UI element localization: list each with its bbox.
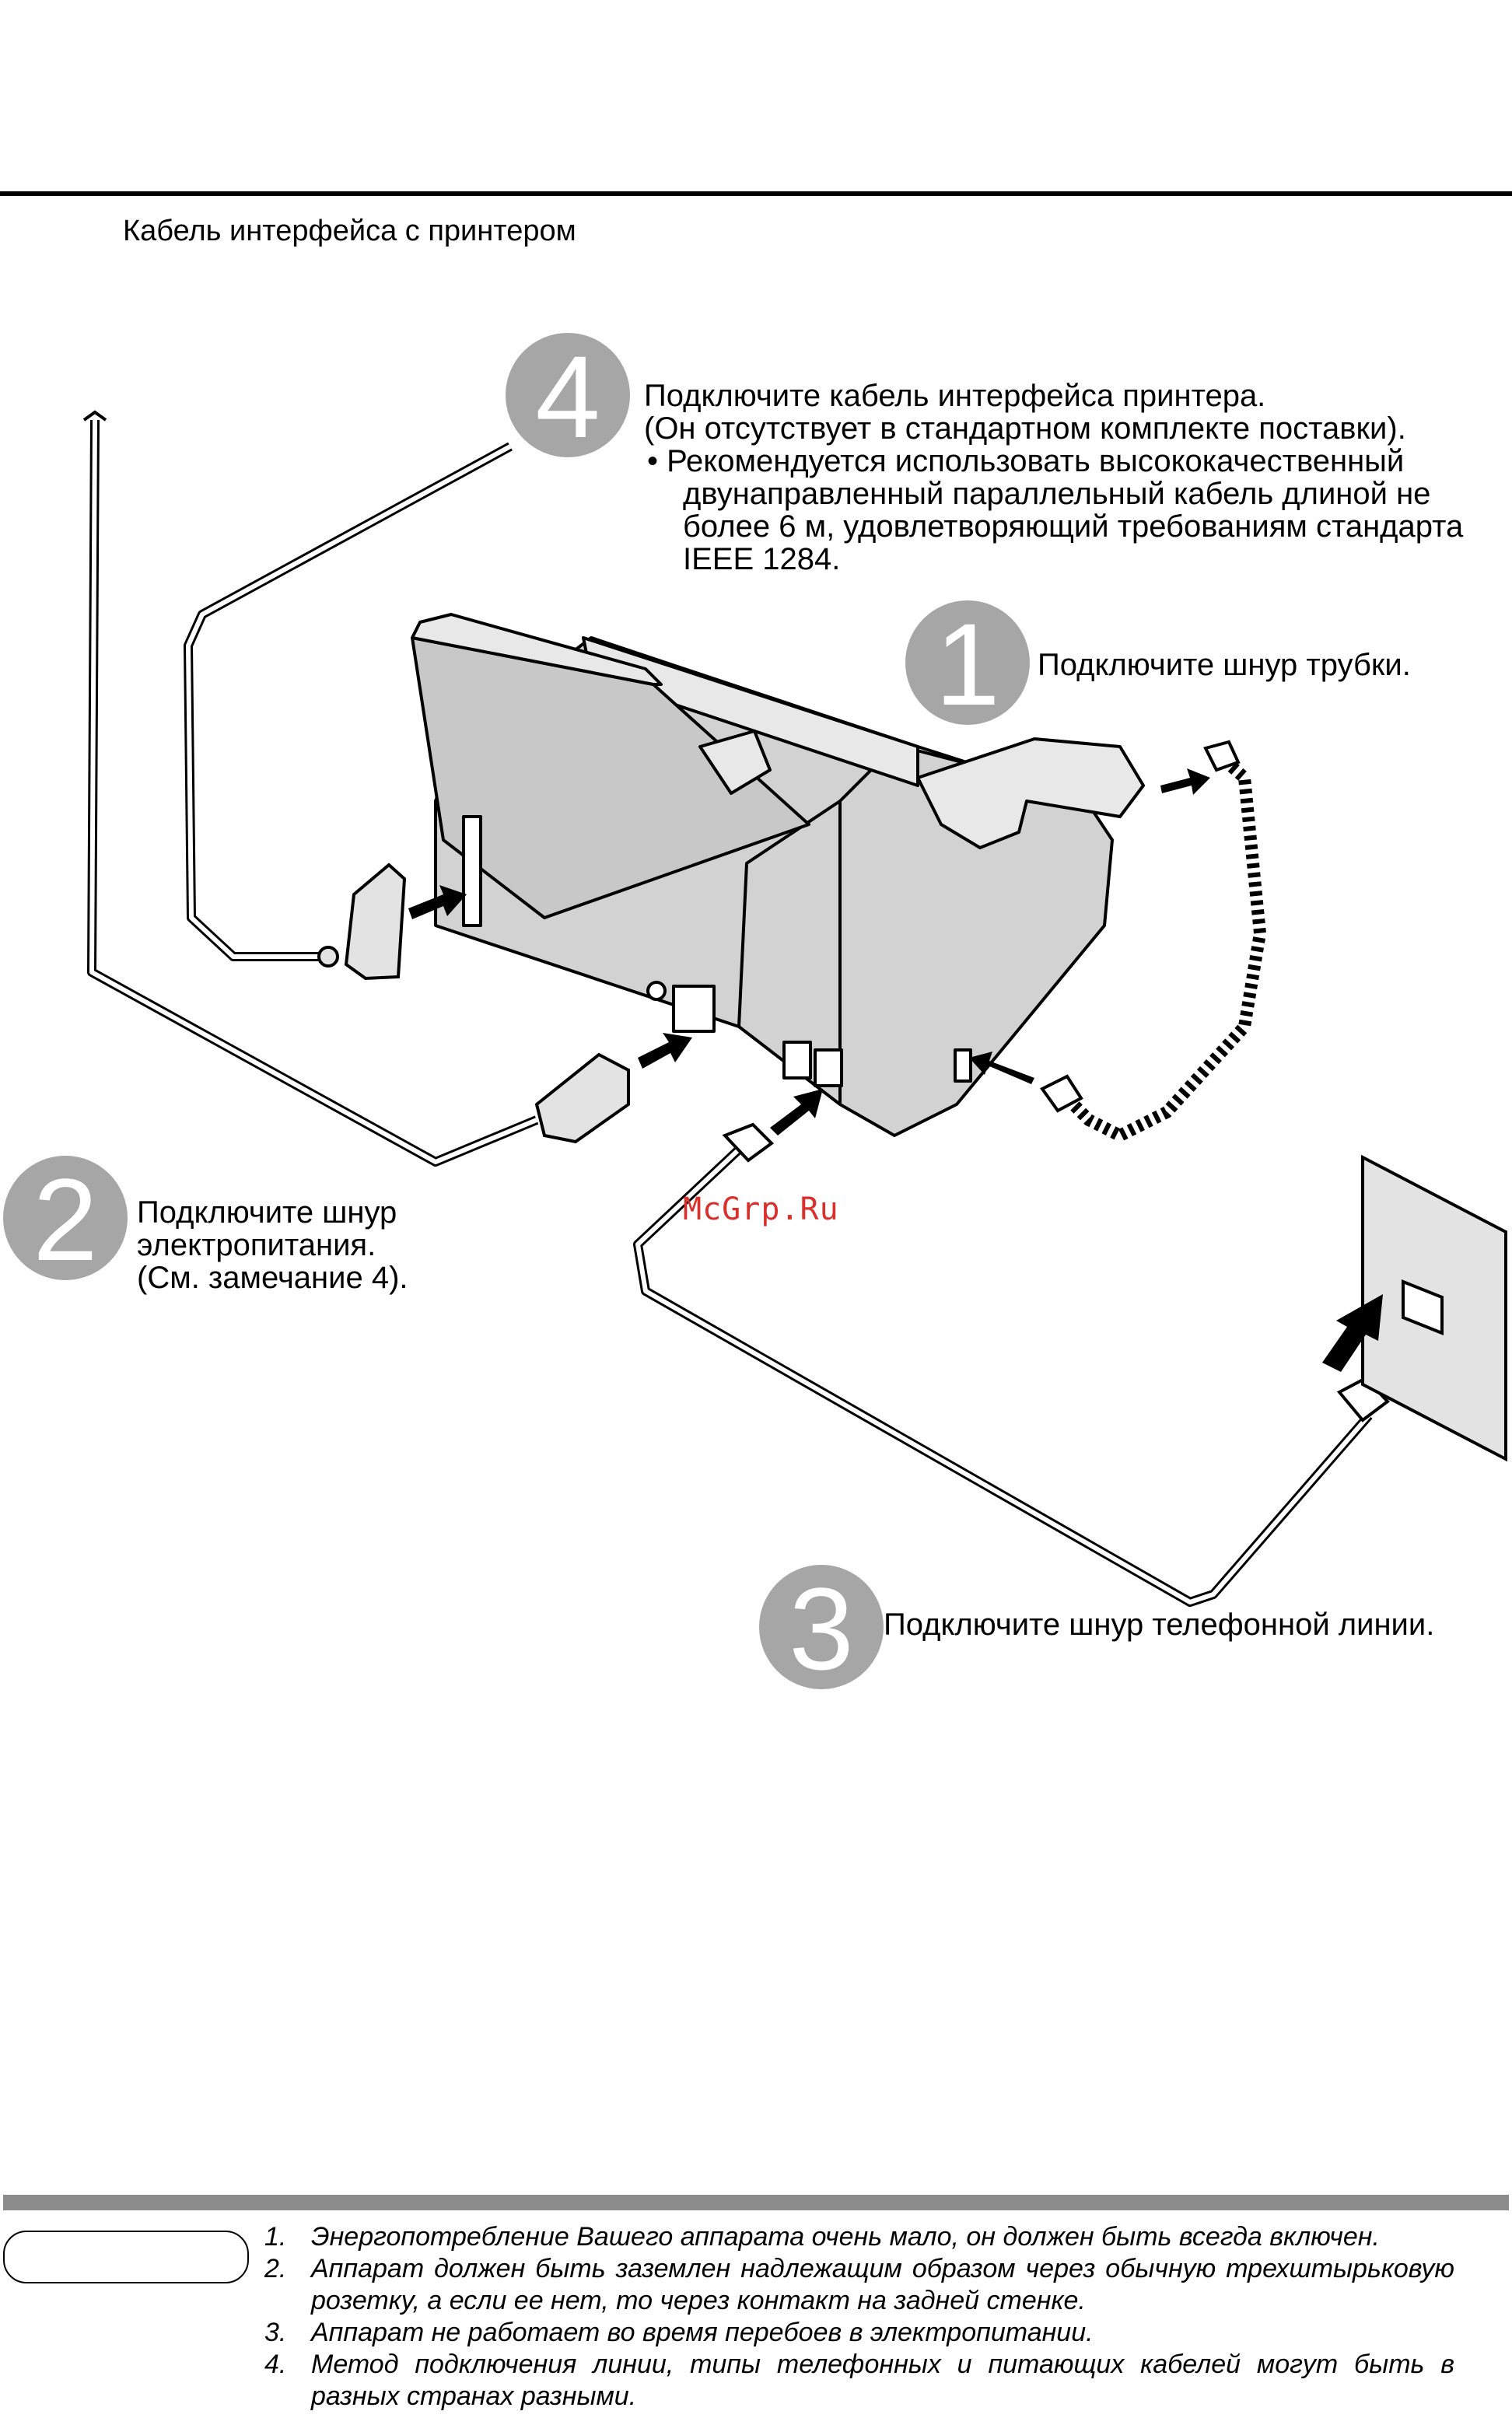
note-item: 3. Аппарат не работает во время перебоев …: [264, 2317, 1454, 2349]
step-4-number: 4: [535, 331, 600, 462]
step-3-line: Подключите шнур телефонной линии.: [884, 1608, 1435, 1642]
step-2-line: (См. замечание 4).: [137, 1261, 408, 1295]
arrow-line-port: [770, 1089, 823, 1136]
notes-divider-bar: [3, 2195, 1509, 2210]
arrow-handset-port: [1160, 768, 1210, 795]
step-4-text: Подключите кабель интерфейса принтера. (…: [644, 380, 1463, 576]
step-4-line: (Он отсутствует в стандартном комплекте …: [644, 411, 1406, 446]
step-4-bullet-line: более 6 м, удовлетворяющий требованиям с…: [683, 509, 1464, 544]
note-number: 4.: [264, 2350, 287, 2379]
printer-cable-connector: [317, 863, 407, 981]
step-2-text: Подключите шнур электропитания. (См. зам…: [137, 1196, 408, 1294]
step-1-badge: [905, 600, 1030, 725]
step-1-number: 1: [935, 599, 999, 730]
arrow-printer-port: [408, 885, 467, 919]
section-title: Кабель интерфейса с принтером: [123, 215, 576, 247]
note-text: Метод подключения линии, типы телефонных…: [311, 2350, 1454, 2411]
step-4-bullet-line: IEEE 1284.: [683, 542, 841, 576]
step-4-bullet-line: двунаправленный параллельный кабель длин…: [683, 477, 1431, 511]
step-1-text: Подключите шнур трубки.: [1038, 649, 1411, 681]
step-1-line: Подключите шнур трубки.: [1038, 648, 1411, 682]
note-text: Аппарат не работает во время перебоев в …: [311, 2318, 1094, 2347]
step-3-number: 3: [789, 1563, 853, 1694]
step-4-line: Подключите кабель интерфейса принтера.: [644, 379, 1266, 413]
handset-plug: [1040, 740, 1241, 1113]
wall-jack: [1361, 1154, 1507, 1462]
arrow-power-port: [638, 1033, 692, 1069]
step-2-number: 2: [33, 1154, 97, 1285]
step-badges: [3, 333, 1030, 1689]
note-item: 2. Аппарат должен быть заземлен надлежащи…: [264, 2253, 1454, 2317]
step-4-bullet: • Рекомендуется использовать высококачес…: [647, 444, 1405, 478]
step-2-line: Подключите шнур: [137, 1195, 397, 1230]
top-rule: [0, 191, 1512, 196]
power-plug: [534, 1052, 630, 1144]
notes-label-box: [3, 2231, 249, 2283]
arrow-handset-cord-port: [969, 1052, 1034, 1084]
note-number: 3.: [264, 2318, 287, 2347]
fax-machine-illustration: [411, 613, 1145, 1137]
note-text: Энергопотребление Вашего аппарата очень …: [311, 2222, 1380, 2252]
step-4-badge: [506, 333, 630, 457]
arrow-wall-jack: [1322, 1294, 1383, 1372]
step-3-badge: [759, 1565, 884, 1689]
note-number: 2.: [264, 2254, 287, 2283]
notes-list: 1. Энергопотребление Вашего аппарата очен…: [264, 2221, 1454, 2413]
line-plug: [722, 1122, 1390, 1422]
step-2-badge: [3, 1156, 128, 1280]
note-item: 1. Энергопотребление Вашего аппарата очен…: [264, 2221, 1454, 2253]
note-text: Аппарат должен быть заземлен надлежащим …: [311, 2254, 1454, 2315]
watermark: McGrp.Ru: [683, 1192, 839, 1227]
step-3-text: Подключите шнур телефонной линии.: [884, 1608, 1434, 1641]
note-item: 4. Метод подключения линии, типы телефонн…: [264, 2349, 1454, 2413]
note-number: 1.: [264, 2222, 287, 2252]
step-2-line: электропитания.: [137, 1228, 376, 1262]
